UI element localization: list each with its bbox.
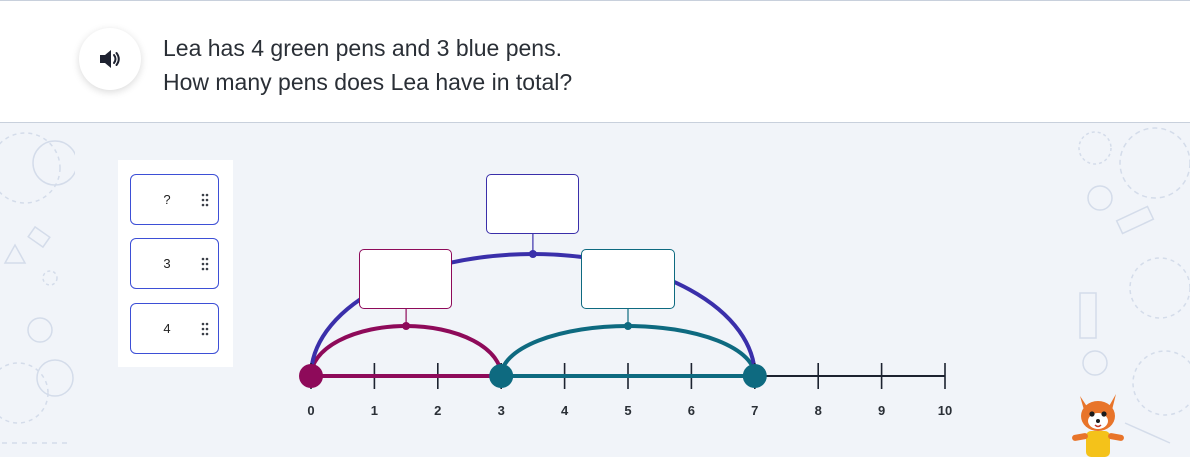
tick-label-1: 1 [371,403,378,418]
point-7 [742,364,767,388]
card-value: 3 [163,256,171,271]
workspace [0,123,1190,457]
decorative-pattern-left [0,132,75,444]
tick-label-8: 8 [815,403,822,418]
drop-zone-green-pens[interactable] [359,249,452,309]
answer-card-unknown[interactable]: ? [130,174,219,225]
tick-label-7: 7 [751,403,758,418]
question-header: Lea has 4 green pens and 3 blue pens. Ho… [0,0,1190,123]
answer-card-four[interactable]: 4 [130,303,219,354]
drag-handle-icon[interactable] [201,321,209,337]
question-text: Lea has 4 green pens and 3 blue pens. Ho… [163,31,572,99]
question-line-2: How many pens does Lea have in total? [163,69,573,95]
tick-label-3: 3 [498,403,505,418]
speaker-icon [100,50,120,68]
question-line-1: Lea has 4 green pens and 3 blue pens. [163,35,562,61]
answer-card-three[interactable]: 3 [130,238,219,289]
drop-zone-blue-pens[interactable] [581,249,675,309]
arc-midpoint-green-pens [402,322,411,330]
arc-midpoint-blue-pens [624,322,632,330]
tick-label-0: 0 [307,403,314,418]
decorative-pattern-right [1078,127,1190,444]
tick-label-5: 5 [624,403,631,418]
answer-card-palette: ? 3 4 [118,160,233,367]
tick-label-9: 9 [878,403,885,418]
drop-zone-total[interactable] [486,174,579,234]
tick-label-4: 4 [561,403,569,418]
play-audio-button[interactable] [79,28,141,90]
point-0 [299,364,323,388]
drag-handle-icon[interactable] [201,256,209,272]
point-3 [489,364,514,388]
tick-label-2: 2 [434,403,441,418]
card-value: ? [163,192,171,207]
drag-handle-icon[interactable] [201,192,209,208]
tick-label-10: 10 [938,403,952,418]
fox-mascot [1072,394,1124,457]
arc-green-pens [309,324,504,377]
arc-midpoint-total [528,250,537,258]
card-value: 4 [163,321,171,336]
tick-label-6: 6 [688,403,695,418]
